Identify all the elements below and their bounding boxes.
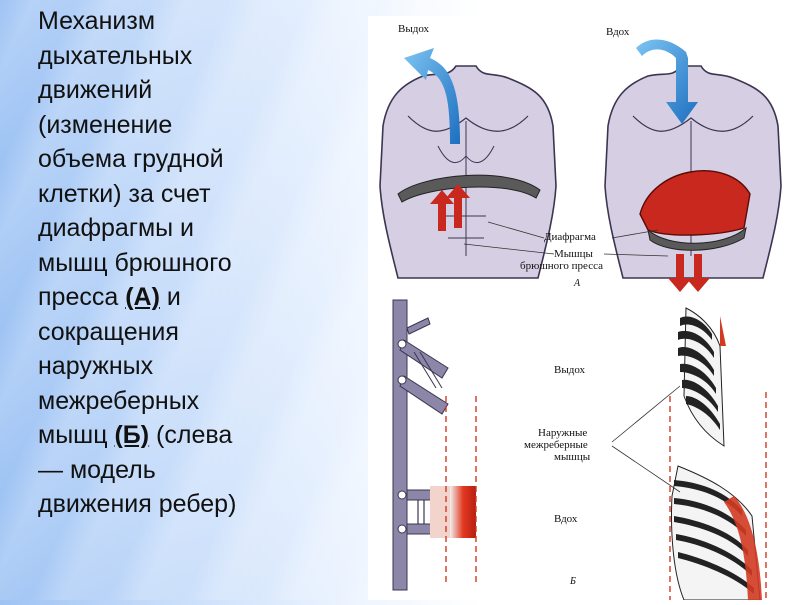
caption-line: Механизм — [38, 7, 156, 35]
caption-line: клетки) за счет — [38, 179, 211, 208]
caption-line: объема грудной — [38, 145, 224, 173]
rib-model-inhale — [397, 486, 476, 538]
caption-line: (изменение — [38, 110, 173, 139]
label-intercostal-2: межреберные — [524, 439, 588, 451]
caption-line: диафрагмы и — [38, 214, 195, 242]
caption-line: движения ребер) — [38, 490, 237, 518]
caption-line: мышц (Б) (слева — [38, 418, 358, 453]
figure-panel: Выдох Вдох Диафрагма Мышцы брюшного прес… — [368, 16, 800, 601]
label-abdominal-muscles-1: Мышцы — [554, 248, 594, 260]
label-intercostal-3: мышцы — [554, 451, 591, 463]
caption-line: мышц брюшного — [38, 248, 232, 277]
label-abdominal-muscles-2: брюшного пресса — [520, 260, 603, 272]
torso-exhale — [379, 48, 557, 279]
figure-ref-b: (Б) — [114, 421, 150, 449]
figure-ref-a: (А) — [125, 283, 160, 311]
caption-text: Механизм дыхательных движений (изменение… — [38, 4, 358, 522]
label-diaphragm: Диафрагма — [544, 231, 596, 243]
figure-letter-a: А — [573, 278, 581, 289]
rib-model-exhale — [397, 317, 449, 415]
caption-segment: пресса — [38, 283, 126, 311]
label-intercostal-1: Наружные — [538, 427, 587, 439]
caption-segment: и — [159, 283, 181, 311]
figure-letter-b: Б — [569, 576, 576, 587]
caption-line: сокращения — [38, 317, 179, 346]
rib-cage-exhale — [678, 307, 726, 447]
caption-line: движений — [38, 76, 153, 104]
torso-inhale — [604, 39, 782, 292]
label-exhale-b: Выдох — [554, 364, 586, 376]
rib-cage-inhale — [671, 465, 762, 601]
caption-line: — модель — [38, 455, 156, 484]
caption-segment: мышц — [38, 421, 115, 449]
label-inhale-a: Вдох — [606, 26, 630, 38]
label-exhale-a: Выдох — [398, 23, 430, 35]
caption-line: пресса (А) и — [38, 280, 358, 315]
caption-segment: (слева — [149, 421, 233, 449]
figure-b-rib-cage — [669, 307, 767, 601]
figure-a: Выдох Вдох Диафрагма Мышцы брюшного прес… — [379, 23, 782, 292]
caption-line: наружных — [38, 352, 154, 380]
anatomy-figure: Выдох Вдох Диафрагма Мышцы брюшного прес… — [379, 23, 782, 601]
label-inhale-b: Вдох — [554, 513, 578, 525]
caption-line: дыхательных — [38, 41, 193, 70]
caption-line: межреберных — [38, 386, 200, 415]
figure-b-rib-model — [392, 299, 477, 591]
